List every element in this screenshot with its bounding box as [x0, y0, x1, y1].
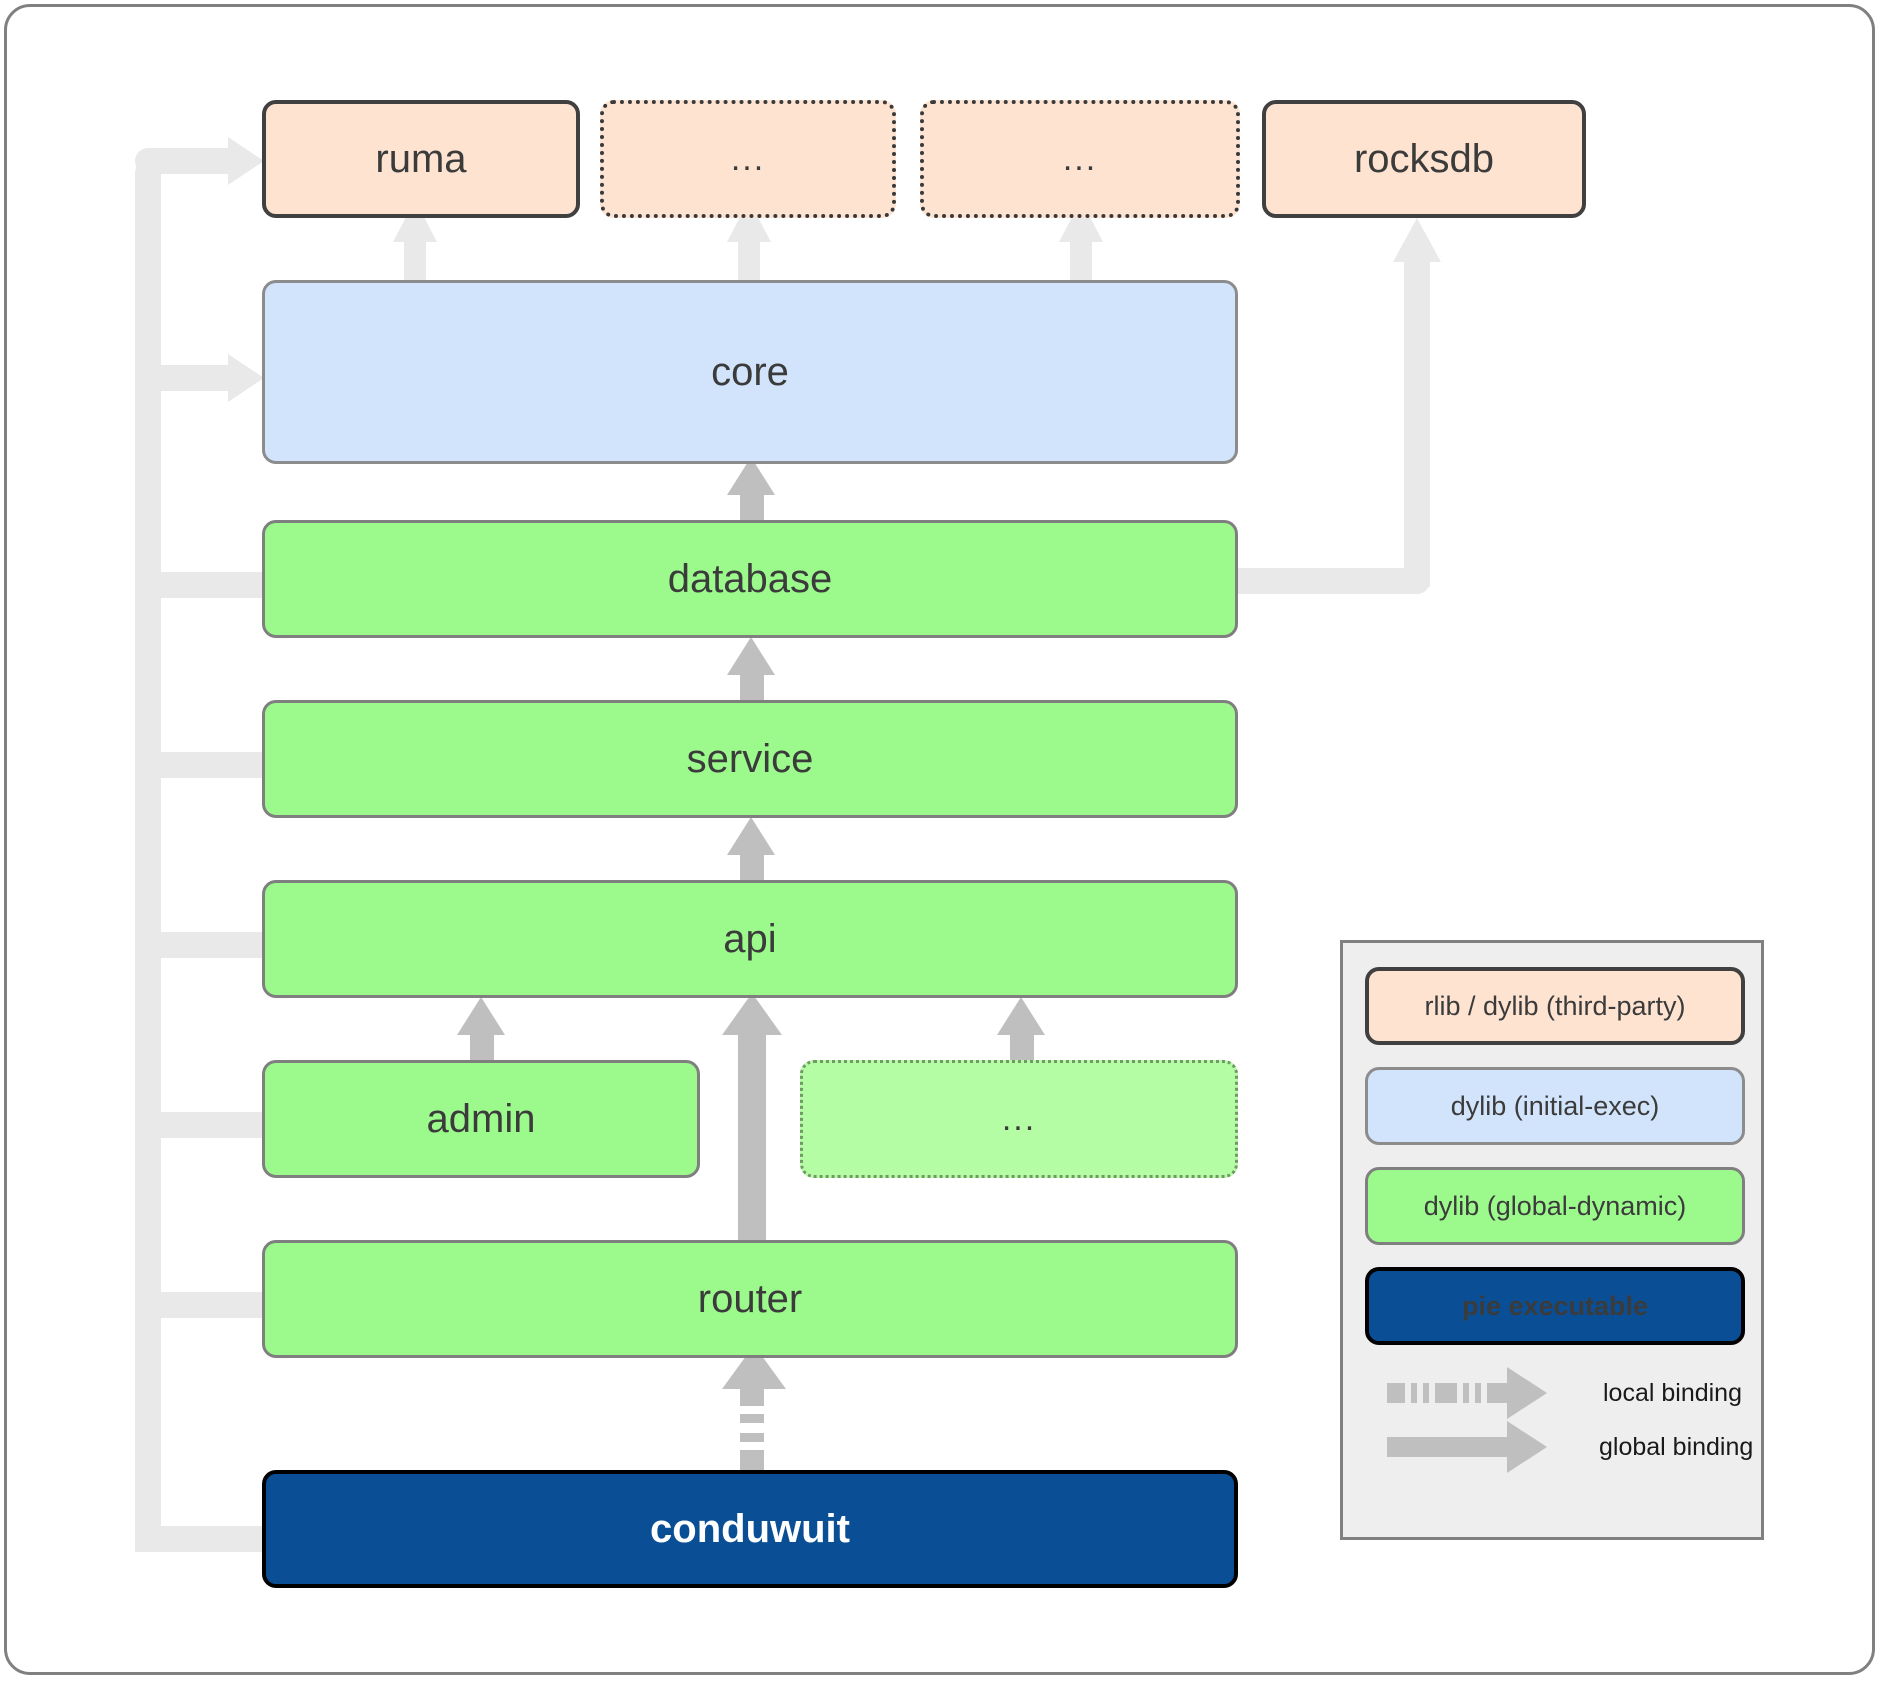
node-label-service: service — [686, 736, 814, 781]
edge-arrowhead-api-from-dots — [997, 997, 1045, 1035]
legend-swatch-initial-exec: dylib (initial-exec) — [1365, 1067, 1745, 1145]
node-rocksdb[interactable]: rocksdb — [1262, 100, 1586, 218]
node-label-core: core — [711, 349, 789, 394]
edge-service-to-database-shaft — [740, 670, 764, 702]
legend-local-arrow-dash-2 — [1411, 1383, 1417, 1403]
legend-label-global-dynamic: dylib (global-dynamic) — [1423, 1190, 1687, 1221]
node-router[interactable]: router — [262, 1240, 1238, 1358]
node-label-database: database — [667, 556, 833, 601]
legend-label-pie-executable: pie executable — [1461, 1290, 1649, 1321]
edge-database-to-rocksdb-horizontal — [1230, 568, 1430, 594]
edge-core-to-dots2-shaft — [1070, 235, 1092, 283]
legend-local-arrow-dash-6 — [1475, 1383, 1481, 1403]
edge-dots-to-api-shaft — [1010, 1030, 1034, 1062]
edge-arrowhead-api-from-router — [722, 993, 782, 1035]
node-service[interactable]: service — [262, 700, 1238, 818]
trunk-branch-to-admin — [135, 1112, 265, 1138]
node-label-ruma: ruma — [375, 136, 467, 181]
legend-global-arrow-shaft — [1387, 1437, 1509, 1457]
legend-label-initial-exec: dylib (initial-exec) — [1450, 1090, 1660, 1121]
trunk-branch-to-api — [135, 932, 265, 958]
trunk-branch-to-core — [135, 365, 240, 391]
trunk-arrowhead-ruma — [228, 137, 264, 185]
legend-local-arrow-dash-3 — [1423, 1383, 1429, 1403]
edge-core-to-ruma-shaft — [404, 235, 426, 283]
edge-database-to-core-shaft — [740, 490, 764, 522]
node-third-party-placeholder-1[interactable]: ... — [600, 100, 896, 218]
edge-router-to-api-shaft — [738, 1030, 766, 1242]
trunk-branch-to-database — [135, 572, 265, 598]
legend-label-local-binding: local binding — [1603, 1379, 1742, 1407]
edge-api-to-service-shaft — [740, 850, 764, 882]
edge-database-to-rocksdb-vertical — [1404, 255, 1430, 587]
legend-panel: rlib / dylib (third-party) dylib (initia… — [1340, 940, 1764, 1540]
node-label-admin: admin — [426, 1096, 536, 1141]
node-label-global-dynamic-placeholder: ... — [1001, 1099, 1037, 1138]
node-label-third-party-placeholder-1: ... — [730, 139, 766, 178]
edge-core-to-dots1-shaft — [738, 235, 760, 283]
legend-label-global-binding: global binding — [1599, 1433, 1754, 1461]
edge-conduwuit-to-router-dash-3 — [740, 1414, 764, 1423]
node-label-conduwuit: conduwuit — [650, 1506, 850, 1551]
node-conduwuit[interactable]: conduwuit — [262, 1470, 1238, 1588]
node-core[interactable]: core — [262, 280, 1238, 464]
node-api[interactable]: api — [262, 880, 1238, 998]
legend-swatch-global-dynamic: dylib (global-dynamic) — [1365, 1167, 1745, 1245]
node-third-party-placeholder-2[interactable]: ... — [920, 100, 1240, 218]
legend-local-arrow-dash-4 — [1435, 1383, 1457, 1403]
trunk-branch-to-service — [135, 752, 265, 778]
node-label-rocksdb: rocksdb — [1353, 136, 1495, 181]
trunk-branch-to-router — [135, 1292, 265, 1318]
trunk-branch-to-conduwuit — [135, 1526, 265, 1552]
edge-arrowhead-service-from-api — [727, 817, 775, 855]
edge-arrowhead-rocksdb — [1393, 218, 1441, 262]
edge-conduwuit-to-router-dash-2 — [740, 1433, 764, 1442]
legend-local-arrow-head-icon — [1507, 1367, 1547, 1419]
edge-arrowhead-api-from-admin — [457, 997, 505, 1035]
trunk-arrowhead-core — [228, 354, 264, 402]
trunk-vertical-segment — [135, 160, 161, 1552]
legend-local-arrow-dash-7 — [1487, 1383, 1509, 1403]
node-label-router: router — [697, 1276, 803, 1321]
node-database[interactable]: database — [262, 520, 1238, 638]
legend-swatch-third-party: rlib / dylib (third-party) — [1365, 967, 1745, 1045]
legend-label-third-party: rlib / dylib (third-party) — [1424, 990, 1686, 1021]
trunk-branch-to-ruma — [135, 148, 240, 174]
edge-admin-to-api-shaft — [470, 1030, 494, 1062]
node-admin[interactable]: admin — [262, 1060, 700, 1178]
node-global-dynamic-placeholder[interactable]: ... — [800, 1060, 1238, 1178]
node-label-api: api — [723, 916, 777, 961]
legend-global-arrow-head-icon — [1507, 1421, 1547, 1473]
edge-arrowhead-database-from-service — [727, 637, 775, 675]
legend-local-arrow-dash-1 — [1387, 1383, 1405, 1403]
legend-swatch-pie-executable: pie executable — [1365, 1267, 1745, 1345]
legend-local-arrow-dash-5 — [1463, 1383, 1469, 1403]
node-label-third-party-placeholder-2: ... — [1062, 139, 1098, 178]
node-ruma[interactable]: ruma — [262, 100, 580, 218]
